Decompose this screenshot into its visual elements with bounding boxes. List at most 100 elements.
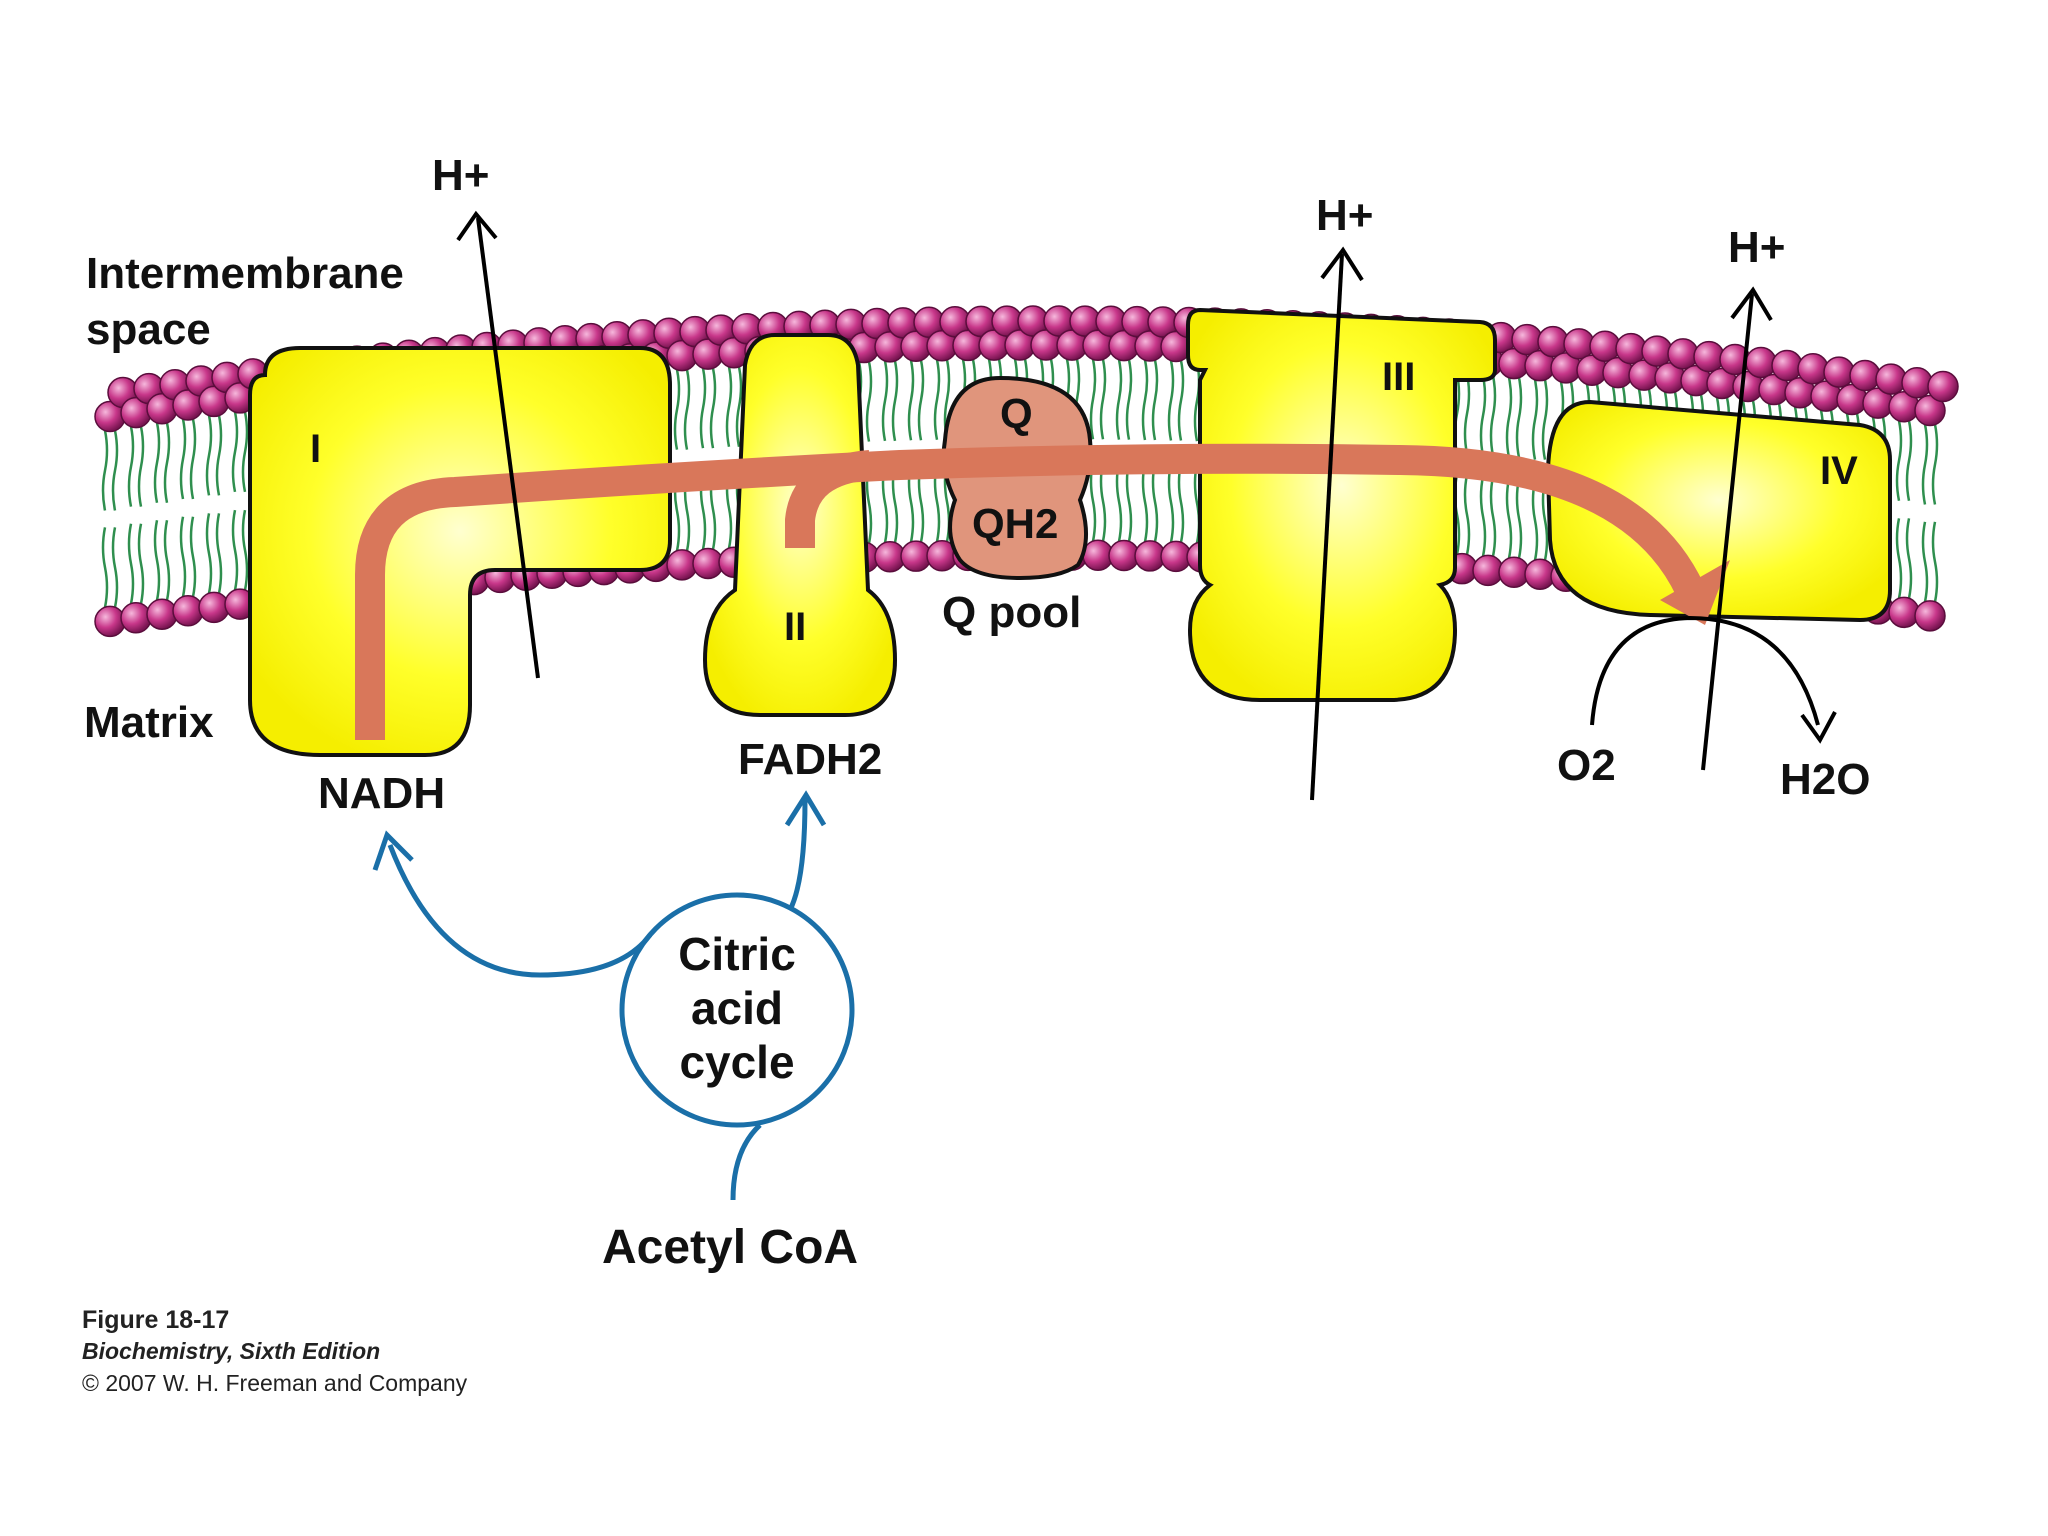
lipid-tail bbox=[1141, 359, 1149, 441]
proton-arrowhead-complex-iv bbox=[1730, 286, 1773, 322]
cycle-label-3: cycle bbox=[679, 1036, 794, 1088]
lipid-head bbox=[120, 602, 152, 634]
matrix-label: Matrix bbox=[84, 698, 214, 747]
lipid-tail bbox=[215, 415, 223, 496]
cycle-to-nadh-arrowhead bbox=[372, 830, 414, 871]
lipid-tail bbox=[907, 360, 915, 441]
lipid-tail bbox=[1895, 518, 1903, 599]
lipid-head bbox=[1875, 363, 1907, 395]
lipid-tail bbox=[881, 360, 889, 442]
lipid-tail bbox=[1921, 521, 1929, 603]
cycle-label-1: Citric bbox=[678, 928, 796, 980]
lipid-tail bbox=[215, 513, 223, 594]
lipid-tail bbox=[1177, 462, 1185, 543]
lipid-tail bbox=[1505, 377, 1513, 458]
cycle-to-nadh-arrow bbox=[387, 844, 652, 978]
lipid-tail bbox=[241, 509, 249, 591]
lipid-tail bbox=[1515, 377, 1523, 458]
lipid-tail bbox=[683, 369, 691, 450]
lipid-tail bbox=[153, 519, 161, 601]
proton-arrow-complex-iv bbox=[1701, 293, 1754, 771]
fadh2-label: FADH2 bbox=[738, 735, 882, 784]
lipid-tail bbox=[127, 523, 135, 605]
lipid-tail bbox=[917, 360, 925, 441]
lipid-tail bbox=[1151, 359, 1159, 441]
lipid-tail bbox=[1089, 359, 1097, 440]
electron-flow-path bbox=[355, 443, 1704, 740]
lipid-tail bbox=[709, 367, 717, 449]
lipid-tail bbox=[231, 509, 239, 591]
complex-i-label: I bbox=[310, 427, 321, 471]
figure-number: Figure 18-17 bbox=[82, 1306, 230, 1334]
lipid-tail bbox=[1515, 478, 1523, 559]
lipid-tail bbox=[1167, 360, 1175, 441]
oxygen-reduction-arrow bbox=[1590, 615, 1820, 726]
lipid-tail bbox=[101, 527, 109, 608]
lipid-tail bbox=[1489, 375, 1497, 456]
acetyl-coa-label: Acetyl CoA bbox=[602, 1221, 858, 1274]
lipid-tail bbox=[699, 367, 707, 449]
lipid-head bbox=[198, 591, 230, 624]
lipid-head bbox=[1849, 359, 1881, 392]
complex-ii-label: II bbox=[784, 605, 806, 649]
lipid-head bbox=[1745, 346, 1777, 379]
lipid-tail bbox=[1167, 462, 1175, 543]
lipid-head bbox=[1888, 596, 1920, 629]
lipid-tail bbox=[1115, 359, 1123, 440]
lipid-head bbox=[1797, 353, 1829, 385]
lipid-tail bbox=[127, 426, 135, 507]
lipid-tail bbox=[1531, 479, 1539, 561]
h-plus-label-3: H+ bbox=[1728, 223, 1785, 272]
o2-label: O2 bbox=[1557, 741, 1616, 790]
lipid-head bbox=[1901, 366, 1933, 399]
lipid-head bbox=[94, 605, 126, 638]
lipid-tail bbox=[725, 366, 733, 447]
q-molecule bbox=[941, 375, 1093, 581]
lipid-tail bbox=[1489, 476, 1497, 557]
lipid-head bbox=[1927, 370, 1959, 403]
cycle-to-fadh2-arrow bbox=[787, 799, 808, 912]
q-label: Q bbox=[1000, 390, 1033, 437]
lipid-tail bbox=[735, 366, 743, 447]
book-title: Biochemistry, Sixth Edition bbox=[82, 1338, 381, 1364]
electron-flow-arrowhead bbox=[1660, 560, 1730, 625]
lipid-tail bbox=[163, 519, 171, 601]
qh2-label: QH2 bbox=[972, 500, 1058, 547]
lipid-head bbox=[146, 598, 178, 630]
lipid-head bbox=[172, 594, 204, 627]
nadh-label: NADH bbox=[318, 769, 445, 818]
lipid-tail bbox=[241, 411, 249, 493]
lipid-tail bbox=[1895, 420, 1903, 501]
lipid-tail bbox=[163, 422, 171, 503]
lipid-tail bbox=[673, 369, 681, 450]
lipid-head bbox=[1771, 349, 1803, 382]
complex-iii-label: III bbox=[1382, 355, 1415, 399]
lipid-head bbox=[1914, 394, 1946, 427]
copyright-line: © 2007 W. H. Freeman and Company bbox=[82, 1370, 468, 1396]
lipid-tail bbox=[179, 516, 187, 597]
lipid-tail bbox=[1905, 518, 1913, 599]
lipid-tail bbox=[1099, 359, 1107, 440]
lipid-tail bbox=[179, 418, 187, 500]
space-label: space bbox=[86, 305, 211, 354]
lipid-tail bbox=[111, 430, 119, 511]
lipid-tail bbox=[137, 523, 145, 605]
h-plus-label-2: H+ bbox=[1316, 191, 1373, 240]
lipid-tail bbox=[205, 513, 213, 594]
lipid-tail bbox=[1505, 478, 1513, 559]
lipid-tail bbox=[1921, 424, 1929, 505]
complex-iv bbox=[1545, 399, 1892, 623]
lipid-tail bbox=[111, 527, 119, 608]
lipid-head bbox=[1823, 356, 1855, 388]
oxygen-reduction-arrowhead bbox=[1800, 711, 1837, 744]
complex-iii bbox=[1186, 307, 1497, 702]
lipid-tail bbox=[205, 415, 213, 496]
lipid-tail bbox=[891, 360, 899, 442]
lipid-tail bbox=[153, 422, 161, 503]
proton-arrowhead-complex-i bbox=[456, 210, 498, 242]
proton-arrow-complex-i bbox=[476, 217, 540, 679]
citric-acid-cycle-circle bbox=[619, 892, 855, 1128]
lipid-tail bbox=[101, 430, 109, 511]
lipid-tail bbox=[1463, 474, 1471, 555]
